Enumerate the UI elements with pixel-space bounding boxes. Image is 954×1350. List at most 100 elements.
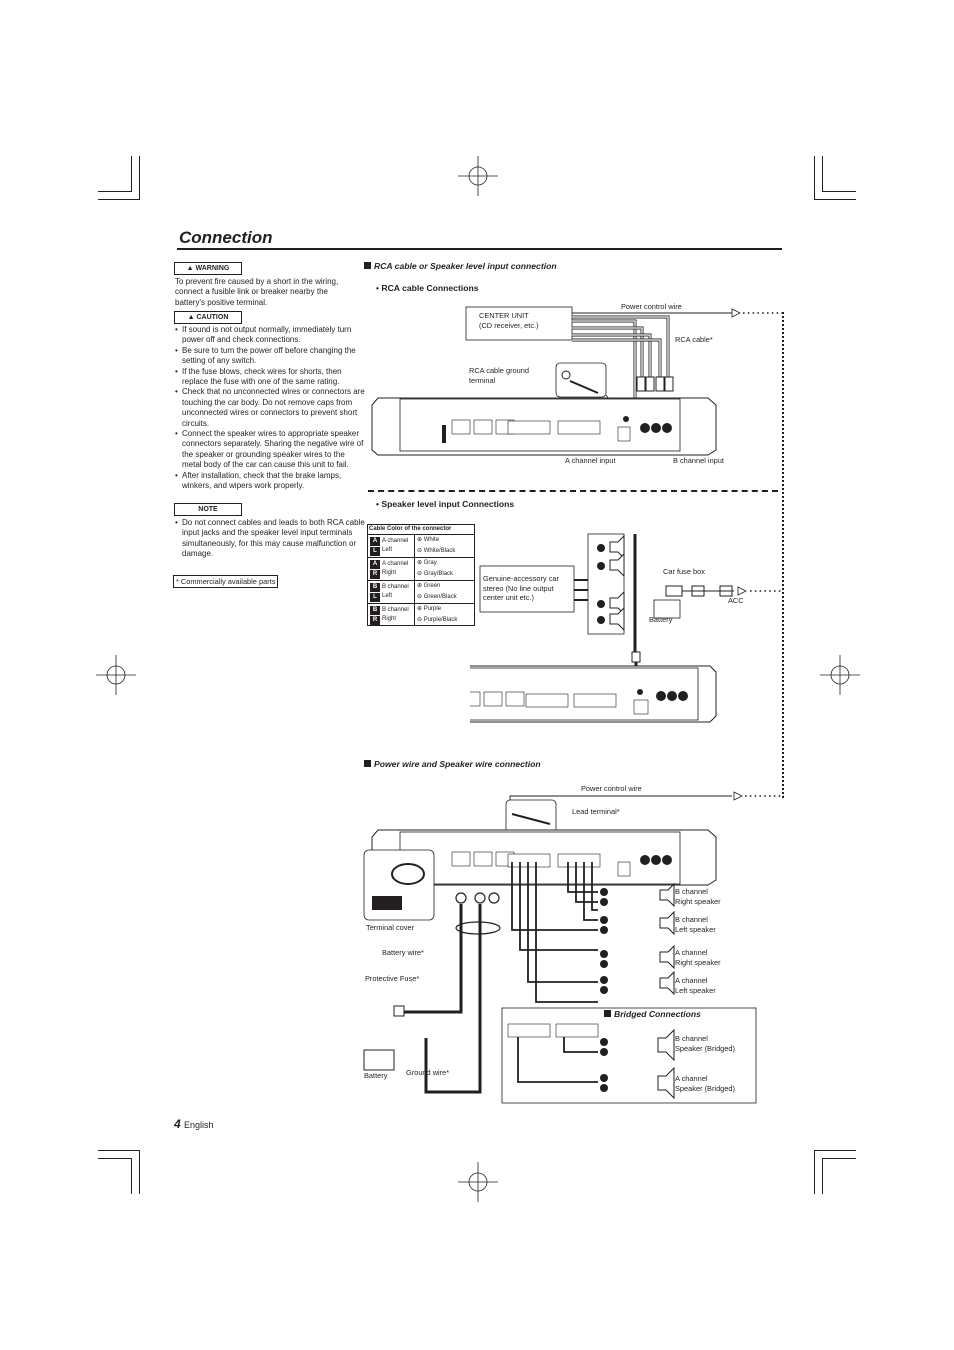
crop-mark <box>814 199 856 200</box>
registration-mark <box>458 156 498 196</box>
speaker-label-line1: B channel <box>675 915 708 924</box>
cable-channel-name: A channel <box>382 561 409 567</box>
caution-item: If the fuse blows, check wires for short… <box>175 367 365 388</box>
bridged-heading: Bridged Connections <box>604 1009 701 1019</box>
caution-item: If sound is not output normally, immedia… <box>175 325 365 346</box>
warning-badge-label: WARNING <box>195 265 230 272</box>
power-diagram <box>363 791 784 1104</box>
ground-wire-label: Ground wire* <box>406 1068 450 1077</box>
side-letter-box: L <box>370 592 380 602</box>
registration-mark <box>96 655 136 695</box>
power-dotted-line <box>782 312 784 798</box>
battery-label: Battery <box>649 615 673 624</box>
crop-mark <box>822 156 823 192</box>
crop-mark <box>139 1150 140 1194</box>
speaker-label-line2: Right speaker <box>675 957 721 967</box>
side-letter-box: L <box>370 546 380 556</box>
crop-mark <box>814 1150 856 1151</box>
caution-item: Connect the speaker wires to appropriate… <box>175 429 365 471</box>
rca-section-heading-text: RCA cable or Speaker level input connect… <box>374 261 557 271</box>
crop-mark <box>98 1150 140 1151</box>
speaker-label-line2: Left speaker <box>675 985 716 995</box>
crop-mark <box>131 156 132 192</box>
caution-badge: ▲ CAUTION <box>174 311 242 324</box>
page-title: Connection <box>179 228 273 247</box>
speaker-level-subheading: • Speaker level input Connections <box>376 499 515 509</box>
rca-cable-label: RCA cable* <box>675 335 713 344</box>
b-channel-input-label: B channel input <box>673 456 724 465</box>
registration-mark <box>820 655 860 695</box>
caution-item: Check that no unconnected wires or conne… <box>175 387 365 429</box>
negative-color: White/Black <box>423 547 456 554</box>
minus-icon: ⊖ <box>417 570 423 577</box>
page-number: 4 <box>174 1117 181 1131</box>
warning-badge: ▲ WARNING <box>174 262 242 275</box>
power-control-wire-label: Power control wire <box>581 784 642 793</box>
warning-text: To prevent fire caused by a short in the… <box>175 277 339 307</box>
cable-channel-name: B channel <box>382 607 409 613</box>
speaker-label-line1: A channel <box>675 976 708 985</box>
genuine-text-3: center unit etc.) <box>483 593 534 603</box>
speaker-label-line1: B channel <box>675 887 708 896</box>
negative-color: Gray/Black <box>423 570 454 577</box>
note-item: Do not connect cables and leads to both … <box>175 518 365 560</box>
minus-icon: ⊖ <box>417 593 423 600</box>
rca-subheading: • RCA cable Connections <box>376 283 479 293</box>
power-battery-label: Battery <box>364 1071 388 1080</box>
cable-color-table-title: Cable Color of the connector <box>368 525 474 535</box>
car-fuse-box-label: Car fuse box <box>663 567 705 576</box>
crop-mark <box>822 191 856 192</box>
crop-mark <box>822 1158 823 1194</box>
protective-fuse-label: Protective Fuse* <box>365 974 420 983</box>
registration-mark <box>458 1162 498 1202</box>
cable-side-name: Right <box>382 616 397 622</box>
speaker-label-line1: A channel <box>675 948 708 957</box>
terminal-cover-label: Terminal cover <box>366 923 415 932</box>
bridged-label-line2: Speaker (Bridged) <box>675 1083 735 1093</box>
negative-color: Green/Black <box>423 593 457 600</box>
plus-icon: ⊕ <box>417 560 423 566</box>
speaker-label-line2: Right speaker <box>675 896 721 906</box>
rca-section-heading: RCA cable or Speaker level input connect… <box>364 261 557 271</box>
negative-color: Purple/Black <box>423 616 458 623</box>
speaker-label-line2: Left speaker <box>675 924 716 934</box>
plus-icon: ⊕ <box>417 606 423 612</box>
side-letter-box: R <box>370 615 380 625</box>
center-unit-text: CENTER UNIT <box>479 311 529 320</box>
center-unit-sub-text: (CD receiver, etc.) <box>479 320 539 330</box>
rca-power-control-wire-label: Power control wire <box>621 302 682 311</box>
commercial-note: * Commercially available parts <box>173 575 279 588</box>
note-badge: NOTE <box>174 503 242 516</box>
page-language: English <box>184 1120 214 1130</box>
rca-diagram <box>371 306 784 456</box>
crop-mark <box>822 1158 856 1159</box>
crop-mark <box>98 199 140 200</box>
rca-ground-text-1: RCA cable ground <box>469 366 529 375</box>
power-section-heading: Power wire and Speaker wire connection <box>364 759 541 769</box>
note-list: Do not connect cables and leads to both … <box>175 518 365 560</box>
power-section-heading-text: Power wire and Speaker wire connection <box>374 759 541 769</box>
battery-wire-label: Battery wire* <box>382 948 424 957</box>
genuine-text-2: stereo (No line output <box>483 583 554 593</box>
speaker-level-diagram <box>470 533 782 723</box>
channel-letter-box: A <box>370 536 380 546</box>
acc-label: ACC <box>728 596 744 605</box>
lead-terminal-label: Lead terminal* <box>572 807 620 816</box>
side-letter-box: R <box>370 569 380 579</box>
caution-badge-label: CAUTION <box>196 314 229 321</box>
bridged-heading-text: Bridged Connections <box>614 1009 701 1019</box>
caution-item: After installation, check that the brake… <box>175 471 365 492</box>
caution-list: If sound is not output normally, immedia… <box>175 325 365 492</box>
cable-side-name: Left <box>382 593 393 599</box>
